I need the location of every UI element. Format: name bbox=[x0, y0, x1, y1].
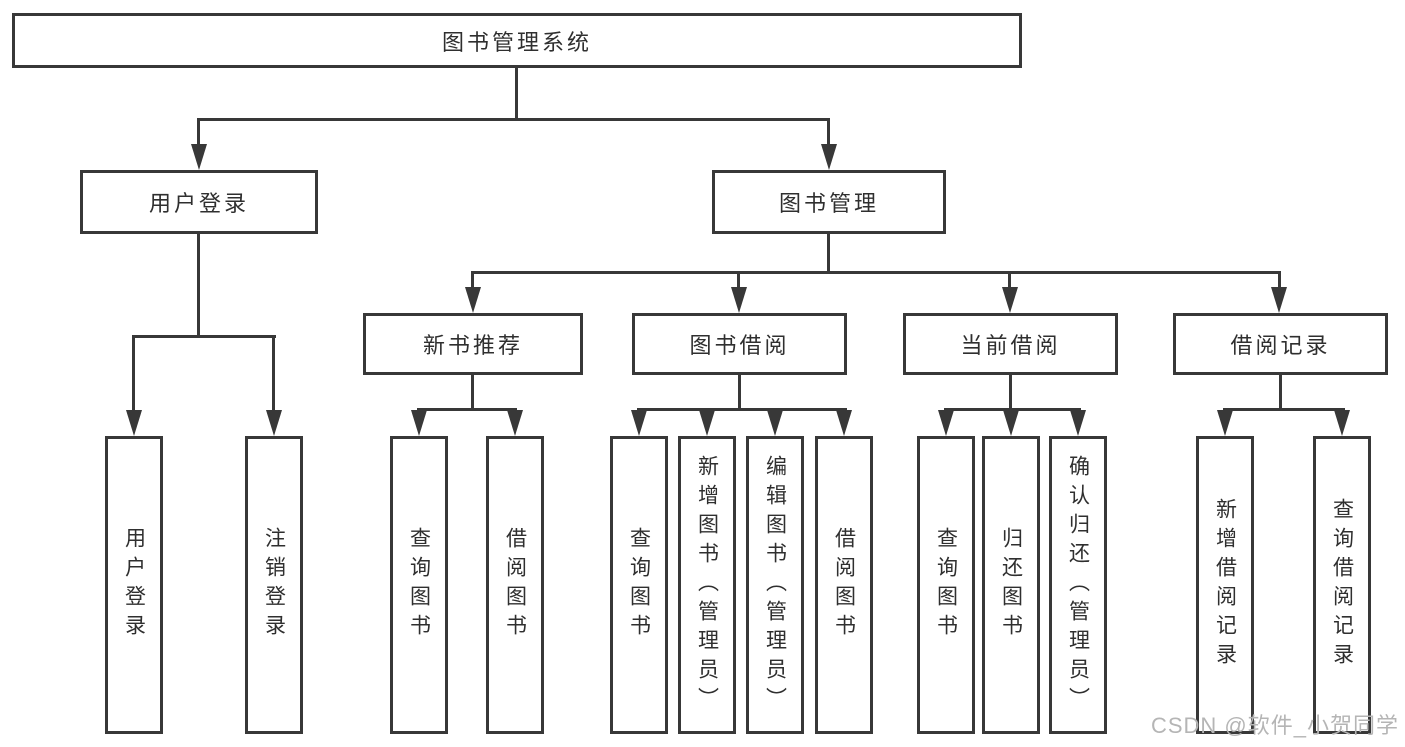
leaf-current-confirm-return-admin-label: 确认归还（管理员） bbox=[1066, 454, 1090, 716]
leaf-records-query-record-label: 查询借阅记录 bbox=[1330, 498, 1354, 672]
connector-book-mgmt-split bbox=[471, 271, 1281, 274]
connector-records-trunk bbox=[1279, 375, 1282, 408]
leaf-borrowing-add-book-admin: 新增图书（管理员） bbox=[678, 436, 736, 734]
leaf-records-query-record: 查询借阅记录 bbox=[1313, 436, 1371, 734]
arrowhead-down-icon bbox=[1003, 410, 1019, 436]
connector-borrowing-trunk bbox=[738, 375, 741, 408]
node-book-management-label: 图书管理 bbox=[778, 191, 879, 216]
leaf-borrowing-query-book: 查询图书 bbox=[610, 436, 668, 734]
arrowhead-down-icon bbox=[1002, 287, 1018, 313]
arrowhead-down-icon bbox=[411, 410, 427, 436]
leaf-current-return-book: 归还图书 bbox=[982, 436, 1040, 734]
leaf-user-login: 用户登录 bbox=[105, 436, 163, 734]
connector-current-trunk bbox=[1009, 375, 1012, 408]
csdn-watermark: CSDN @软件_小贺同学 bbox=[1150, 713, 1399, 738]
arrowhead-down-icon bbox=[938, 410, 954, 436]
node-new-book-recommend: 新书推荐 bbox=[363, 313, 583, 375]
leaf-borrowing-add-book-admin-label: 新增图书（管理员） bbox=[695, 454, 719, 716]
leaf-recommend-query-book-label: 查询图书 bbox=[407, 527, 431, 643]
node-book-borrowing: 图书借阅 bbox=[632, 313, 847, 375]
connector-borrowing-split bbox=[637, 408, 847, 411]
arrowhead-down-icon bbox=[767, 410, 783, 436]
connector-stub bbox=[197, 118, 200, 146]
arrowhead-down-icon bbox=[1271, 287, 1287, 313]
connector-user-login-trunk bbox=[197, 234, 200, 335]
arrowhead-down-icon bbox=[465, 287, 481, 313]
arrowhead-down-icon bbox=[1334, 410, 1350, 436]
connector-book-mgmt-trunk bbox=[827, 234, 830, 271]
arrowhead-down-icon bbox=[699, 410, 715, 436]
connector-stub bbox=[272, 335, 275, 410]
leaf-borrowing-borrow-book-label: 借阅图书 bbox=[832, 527, 856, 643]
connector-stub bbox=[737, 271, 740, 287]
leaf-recommend-borrow-book-label: 借阅图书 bbox=[503, 527, 527, 643]
connector-current-split bbox=[944, 408, 1081, 411]
arrowhead-down-icon bbox=[836, 410, 852, 436]
node-root-label: 图书管理系统 bbox=[441, 29, 592, 55]
arrowhead-down-icon bbox=[631, 410, 647, 436]
leaf-records-add-record-label: 新增借阅记录 bbox=[1213, 498, 1237, 672]
arrowhead-down-icon bbox=[191, 144, 207, 170]
arrowhead-down-icon bbox=[126, 410, 142, 436]
connector-stub bbox=[132, 335, 135, 410]
node-book-borrowing-label: 图书借阅 bbox=[689, 333, 790, 358]
leaf-recommend-query-book: 查询图书 bbox=[390, 436, 448, 734]
node-user-login-label: 用户登录 bbox=[148, 191, 249, 216]
connector-recommend-split bbox=[417, 408, 517, 411]
leaf-borrowing-borrow-book: 借阅图书 bbox=[815, 436, 873, 734]
leaf-current-query-book-label: 查询图书 bbox=[934, 527, 958, 643]
node-new-book-recommend-label: 新书推荐 bbox=[422, 333, 523, 358]
leaf-user-login-label: 用户登录 bbox=[122, 527, 146, 643]
connector-root-split bbox=[197, 118, 830, 121]
leaf-borrowing-edit-book-admin-label: 编辑图书（管理员） bbox=[763, 454, 787, 716]
connector-recommend-trunk bbox=[471, 375, 474, 408]
leaf-logout-label: 注销登录 bbox=[262, 527, 286, 643]
leaf-current-confirm-return-admin: 确认归还（管理员） bbox=[1049, 436, 1107, 734]
node-user-login: 用户登录 bbox=[80, 170, 318, 234]
arrowhead-down-icon bbox=[821, 144, 837, 170]
connector-user-login-split bbox=[132, 335, 276, 338]
arrowhead-down-icon bbox=[1217, 410, 1233, 436]
connector-stub bbox=[1008, 271, 1011, 287]
arrowhead-down-icon bbox=[1070, 410, 1086, 436]
connector-stub bbox=[471, 271, 474, 287]
leaf-borrowing-edit-book-admin: 编辑图书（管理员） bbox=[746, 436, 804, 734]
leaf-recommend-borrow-book: 借阅图书 bbox=[486, 436, 544, 734]
node-current-borrowing-label: 当前借阅 bbox=[960, 333, 1061, 358]
node-current-borrowing: 当前借阅 bbox=[903, 313, 1118, 375]
node-root: 图书管理系统 bbox=[12, 13, 1022, 68]
node-borrowing-records: 借阅记录 bbox=[1173, 313, 1388, 375]
node-book-management: 图书管理 bbox=[712, 170, 946, 234]
leaf-current-return-book-label: 归还图书 bbox=[999, 527, 1023, 643]
arrowhead-down-icon bbox=[731, 287, 747, 313]
connector-records-split bbox=[1223, 408, 1345, 411]
leaf-records-add-record: 新增借阅记录 bbox=[1196, 436, 1254, 734]
node-borrowing-records-label: 借阅记录 bbox=[1230, 333, 1331, 358]
leaf-current-query-book: 查询图书 bbox=[917, 436, 975, 734]
arrowhead-down-icon bbox=[266, 410, 282, 436]
arrowhead-down-icon bbox=[507, 410, 523, 436]
leaf-borrowing-query-book-label: 查询图书 bbox=[627, 527, 651, 643]
leaf-logout: 注销登录 bbox=[245, 436, 303, 734]
connector-root-trunk bbox=[515, 68, 518, 118]
connector-stub bbox=[827, 118, 830, 146]
connector-stub bbox=[1278, 271, 1281, 287]
